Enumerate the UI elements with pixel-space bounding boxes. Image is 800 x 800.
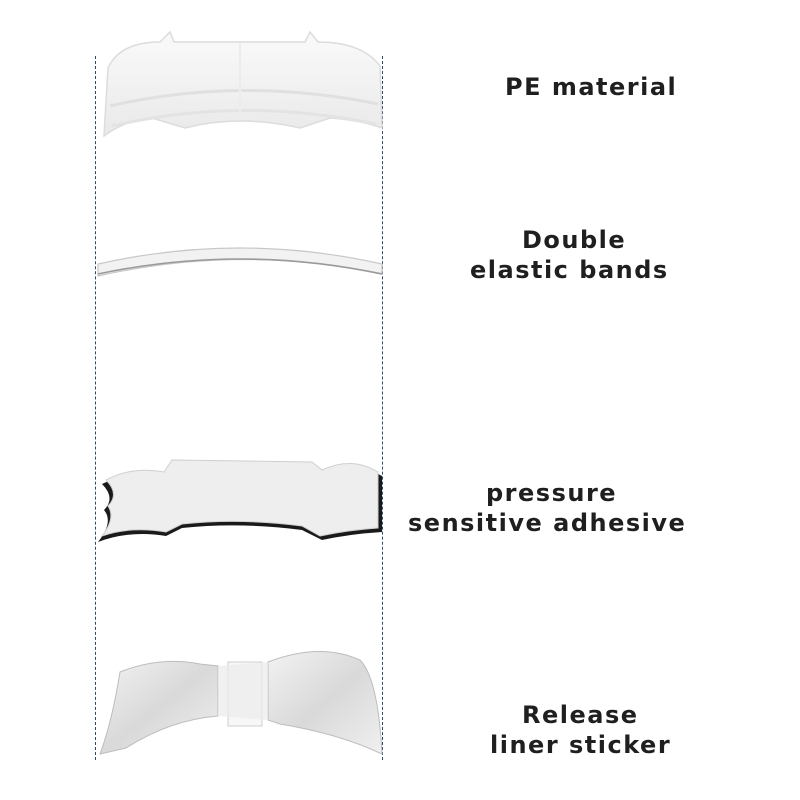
label-line: PE material xyxy=(505,73,678,101)
guide-line-left xyxy=(95,56,96,760)
label-pressure-sensitive-adhesive: pressure sensitive adhesive xyxy=(408,478,686,538)
label-pe-material: PE material xyxy=(505,72,677,102)
elastic-bands-layer-image xyxy=(97,247,383,277)
label-line: Release xyxy=(522,701,639,729)
label-line: Double xyxy=(522,226,627,254)
label-double-elastic-bands: Double elastic bands xyxy=(470,225,669,285)
label-release-liner-sticker: Release liner sticker xyxy=(490,700,671,760)
label-line: pressure xyxy=(486,479,618,507)
release-liner-layer-image xyxy=(99,651,383,755)
guide-line-right xyxy=(382,56,383,760)
label-line: liner sticker xyxy=(490,731,672,759)
adhesive-layer-image xyxy=(98,459,382,542)
pe-material-layer-image xyxy=(103,30,383,138)
label-line: elastic bands xyxy=(470,256,669,284)
label-line: sensitive adhesive xyxy=(408,509,687,537)
